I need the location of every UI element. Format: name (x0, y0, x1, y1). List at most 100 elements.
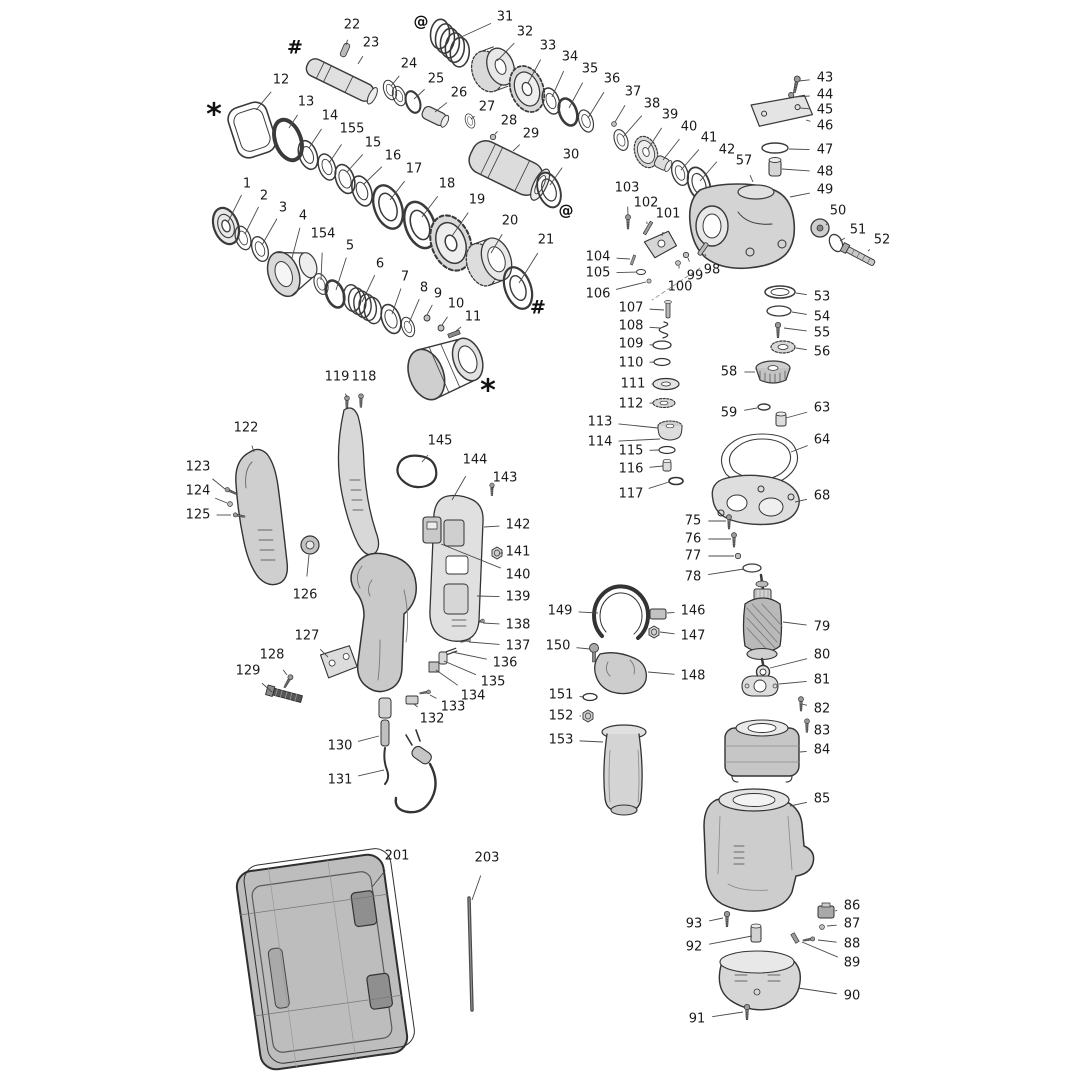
leader-line (413, 89, 425, 100)
part-number-callout: 133 (441, 700, 466, 715)
leader-line (451, 212, 469, 237)
leader-line (799, 750, 807, 753)
part-number-callout: 15 (365, 136, 382, 151)
leader-line (785, 411, 808, 419)
leader-line (839, 237, 846, 242)
leader-line (614, 104, 626, 123)
switch-block-part (422, 516, 442, 544)
reference-symbol: * (480, 374, 496, 409)
part-number-callout: 104 (586, 250, 611, 265)
leader-line (483, 525, 500, 528)
part-number-callout: 81 (814, 673, 831, 688)
flat-washer-part (652, 340, 672, 350)
part-number-callout: 83 (814, 724, 831, 739)
part-number-callout: 138 (506, 618, 531, 633)
reference-symbol: * (206, 98, 222, 133)
reference-symbol: # (530, 297, 546, 319)
motor-stack-drawing (703, 514, 835, 1021)
leader-line (255, 91, 272, 111)
leader-line (687, 257, 690, 262)
screw-part (723, 911, 731, 928)
leader-line (358, 769, 385, 777)
grip-handle-part (350, 552, 417, 693)
leader-line (783, 327, 807, 332)
leader-line (435, 669, 459, 686)
field-stator-part (724, 719, 800, 783)
part-number-callout: 136 (493, 656, 518, 671)
leader-line (708, 568, 745, 576)
case-handle-recess-part (267, 947, 290, 1009)
oring-part (668, 476, 684, 486)
part-number-callout: 90 (844, 989, 861, 1004)
bolt-part (839, 242, 876, 266)
clip-part (405, 695, 419, 705)
part-number-callout: 30 (563, 148, 580, 163)
part-number-callout: 106 (586, 287, 611, 302)
washer-part (293, 137, 323, 173)
part-number-callout: 75 (685, 514, 702, 529)
part-number-callout: 115 (619, 444, 644, 459)
part-number-callout: 5 (346, 239, 354, 254)
leader-line (789, 801, 808, 807)
part-number-callout: 25 (428, 72, 445, 87)
leader-line (320, 252, 323, 281)
screw-part (743, 1004, 751, 1021)
part-number-callout: 59 (721, 406, 738, 421)
part-number-callout: 38 (644, 97, 661, 112)
pin-part (629, 254, 637, 266)
ring-gear-part (465, 237, 513, 287)
ball-part (423, 314, 431, 322)
leader-line (661, 231, 664, 237)
bushing-part (775, 411, 787, 427)
part-number-callout: 130 (328, 739, 353, 754)
bushing-part (662, 459, 672, 472)
carbon-brush-part (378, 697, 392, 785)
part-number-callout: 26 (451, 86, 468, 101)
washer-part (636, 269, 646, 275)
striker-shaft-chain-drawing (305, 42, 567, 212)
leader-line (649, 308, 665, 311)
part-number-callout: 131 (328, 773, 353, 788)
part-number-callout: 41 (701, 131, 718, 146)
part-number-callout: 129 (236, 664, 261, 679)
part-number-callout: 89 (844, 956, 861, 971)
leader-line (769, 658, 808, 669)
leader-line (826, 924, 837, 927)
leader-line (319, 648, 329, 658)
part-number-callout: 33 (540, 39, 557, 54)
part-number-callout: 119 (325, 370, 350, 385)
part-number-callout: 12 (273, 73, 290, 88)
leader-line (576, 647, 591, 650)
part-number-callout: 147 (681, 629, 706, 644)
reference-symbol: @ (414, 13, 429, 31)
bracket-part (319, 645, 358, 679)
pin-part (339, 42, 351, 58)
leader-line (801, 703, 808, 706)
gear-cylinder-part (470, 46, 516, 93)
screw-part (726, 514, 732, 530)
bolt-part (589, 643, 599, 663)
part-number-callout: 135 (481, 675, 506, 690)
part-number-callout: 37 (625, 85, 642, 100)
leader-line (494, 131, 499, 135)
snap-ring-part (757, 403, 771, 411)
leader-line (390, 75, 400, 87)
case-rib-line (240, 893, 402, 1017)
leader-line (551, 70, 565, 98)
ball-part (682, 251, 690, 259)
washer-part (462, 112, 478, 130)
ball-part (227, 501, 233, 507)
leader-line (496, 42, 515, 62)
leader-line (215, 497, 228, 504)
part-number-callout: 123 (186, 460, 211, 475)
flat-ring-part (764, 285, 796, 299)
part-number-callout: 48 (817, 165, 834, 180)
part-number-callout: 128 (260, 648, 285, 663)
pin-part (642, 220, 654, 236)
part-number-callout: 56 (814, 345, 831, 360)
leader-line (618, 423, 659, 429)
leader-line (666, 611, 675, 614)
part-number-callout: 80 (814, 648, 831, 663)
leader-line (799, 107, 810, 110)
